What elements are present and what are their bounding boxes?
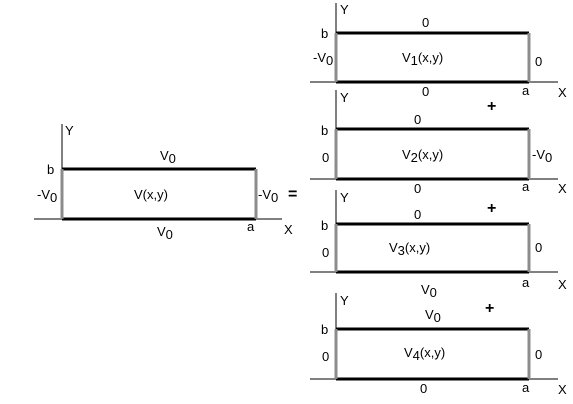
plus-sign-2: + <box>487 200 496 217</box>
equals-sign: = <box>288 186 297 203</box>
part-box-2: Y X b a 0 0 0 -V0 V2(x,y) <box>310 90 567 196</box>
part-box-3: Y X b a 0 V0 0 0 V3(x,y) <box>310 190 567 300</box>
plus-sign-3: + <box>485 300 494 317</box>
part-3-left-label: 0 <box>322 245 329 260</box>
part-2-bottom-label: 0 <box>414 181 421 196</box>
part-3-y-label: Y <box>340 190 349 205</box>
part-2-function-label: V2(x,y) <box>402 147 443 165</box>
part-3-top-label: 0 <box>414 207 421 222</box>
part-2-b-label: b <box>321 123 328 138</box>
main-top-label: V0 <box>160 148 176 166</box>
plus-sign-1: + <box>487 98 496 115</box>
part-3-b-label: b <box>321 218 328 233</box>
part-2-top-label: 0 <box>414 112 421 127</box>
part-3-function-label: V3(x,y) <box>389 240 430 258</box>
main-x-label: X <box>284 222 293 237</box>
part-1-a-label: a <box>522 83 530 98</box>
part-3-x-label: X <box>558 277 567 292</box>
part-1-left-label: -V0 <box>313 50 333 68</box>
part-1-bottom-label: 0 <box>422 84 429 99</box>
main-a-label: a <box>247 219 255 234</box>
part-2-right-label: -V0 <box>532 147 552 165</box>
main-right-label: -V0 <box>258 187 278 205</box>
part-3-a-label: a <box>522 275 530 290</box>
part-1-right-label: 0 <box>535 54 542 69</box>
part-4-top-label: V0 <box>425 307 441 325</box>
part-3-right-label: 0 <box>535 240 542 255</box>
main-box: Y X b a V0 V0 -V0 -V0 V(x,y) <box>34 123 293 242</box>
part-4-a-label: a <box>522 380 530 395</box>
part-4-bottom-label: 0 <box>420 381 427 396</box>
part-2-y-label: Y <box>340 90 349 105</box>
main-bottom-label: V0 <box>157 224 173 242</box>
main-function-label: V(x,y) <box>134 187 168 202</box>
main-y-label: Y <box>65 123 74 138</box>
main-left-label: -V0 <box>37 187 57 205</box>
part-4-y-label: Y <box>340 293 349 308</box>
part-box-4: Y X b a V0 0 0 0 V4(x,y) <box>310 293 567 397</box>
part-2-a-label: a <box>522 179 530 194</box>
part-3-bottom-label: V0 <box>421 282 437 300</box>
part-4-left-label: 0 <box>322 349 329 364</box>
part-1-function-label: V1(x,y) <box>402 50 443 68</box>
part-1-top-label: 0 <box>422 15 429 30</box>
part-4-right-label: 0 <box>535 347 542 362</box>
part-4-b-label: b <box>321 322 328 337</box>
part-1-x-label: X <box>558 85 567 100</box>
part-1-y-label: Y <box>340 2 349 17</box>
part-box-1: Y X b a 0 0 -V0 0 V1(x,y) <box>310 2 567 100</box>
part-2-x-label: X <box>558 181 567 196</box>
part-4-function-label: V4(x,y) <box>404 345 445 363</box>
part-2-left-label: 0 <box>322 150 329 165</box>
main-b-label: b <box>47 162 54 177</box>
part-4-x-label: X <box>558 382 567 397</box>
part-1-b-label: b <box>321 26 328 41</box>
